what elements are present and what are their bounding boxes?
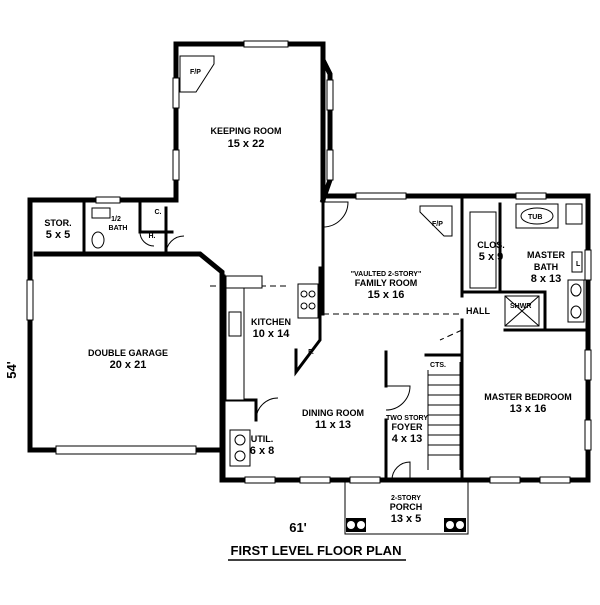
room-name: 1/2 xyxy=(111,216,121,223)
room-name: KEEPING ROOM xyxy=(210,126,281,136)
room-name: DINING ROOM xyxy=(302,408,364,418)
room-name: HALL xyxy=(466,306,490,316)
room-closet-master: CLOS. 5 x 9 xyxy=(477,240,505,263)
room-name: UTIL. xyxy=(251,434,274,444)
tub-label: TUB xyxy=(528,214,542,221)
depth-dimension: 54' xyxy=(4,361,19,379)
room-family: "VAULTED 2-STORY" FAMILY ROOM 15 x 16 xyxy=(351,271,422,301)
room-storage: STOR. 5 x 5 xyxy=(44,218,71,241)
room-foyer: TWO STORY FOYER 4 x 13 xyxy=(386,415,428,445)
room-closets-cts: CTS. xyxy=(430,362,446,369)
room-name-2: BATH xyxy=(534,262,558,272)
room-garage: DOUBLE GARAGE 20 x 21 xyxy=(88,348,168,371)
bath-fixtures: TUB L SHWR xyxy=(91,203,585,327)
room-closet-c: C. xyxy=(155,209,162,216)
room-keeping: KEEPING ROOM 15 x 22 xyxy=(210,126,281,150)
porch xyxy=(344,482,469,535)
kitchen-fixtures xyxy=(225,275,319,467)
room-size: 13 x 5 xyxy=(391,513,422,525)
room-name: STOR. xyxy=(44,218,71,228)
fireplace-family: F/P xyxy=(419,205,453,237)
room-hall: HALL xyxy=(466,306,490,316)
room-size: 5 x 9 xyxy=(479,251,503,263)
room-name: P. xyxy=(308,349,314,356)
room-name: PORCH xyxy=(390,502,423,512)
room-name: MASTER BEDROOM xyxy=(484,392,572,402)
openings xyxy=(210,285,463,341)
room-name: MASTER xyxy=(527,250,566,260)
room-name: CTS. xyxy=(430,362,446,369)
room-size: 15 x 16 xyxy=(368,289,405,301)
room-master-bedroom: MASTER BEDROOM 13 x 16 xyxy=(484,392,572,415)
room-name: FAMILY ROOM xyxy=(355,278,418,288)
room-note: 2-STORY xyxy=(391,495,421,502)
shower-label: SHWR xyxy=(510,303,531,310)
room-half-bath: 1/2 BATH xyxy=(109,216,128,232)
windows xyxy=(26,40,592,484)
room-size: 8 x 13 xyxy=(531,273,562,285)
fireplace-label: F/P xyxy=(432,221,443,228)
room-size: 5 x 5 xyxy=(46,229,70,241)
room-name: C. xyxy=(155,209,162,216)
room-name: KITCHEN xyxy=(251,317,291,327)
room-hall-h: H. xyxy=(149,233,156,240)
room-name-2: BATH xyxy=(109,225,128,232)
width-dimension: 61' xyxy=(289,520,307,535)
room-utility: UTIL. 6 x 8 xyxy=(250,434,274,457)
doors xyxy=(139,201,411,481)
room-name: H. xyxy=(149,233,156,240)
linen-label: L xyxy=(576,261,581,268)
room-size: 13 x 16 xyxy=(510,403,547,415)
room-note: "VAULTED 2-STORY" xyxy=(351,271,422,278)
room-dining: DINING ROOM 11 x 13 xyxy=(302,408,364,431)
room-master-bath: MASTER BATH 8 x 13 xyxy=(527,250,566,285)
room-name: CLOS. xyxy=(477,240,505,250)
room-size: 15 x 22 xyxy=(228,138,265,150)
fireplace-label: F/P xyxy=(190,69,201,76)
room-note: TWO STORY xyxy=(386,415,428,422)
fireplace-keeping: F/P xyxy=(179,55,215,93)
room-size: 10 x 14 xyxy=(253,328,291,340)
room-kitchen: KITCHEN 10 x 14 xyxy=(251,317,291,340)
room-size: 11 x 13 xyxy=(315,419,351,431)
plan-caption: FIRST LEVEL FLOOR PLAN xyxy=(231,543,402,558)
room-name: FOYER xyxy=(391,422,423,432)
room-size: 20 x 21 xyxy=(110,359,147,371)
room-size: 6 x 8 xyxy=(250,445,274,457)
room-pantry: P. xyxy=(308,349,314,356)
room-size: 4 x 13 xyxy=(392,433,423,445)
room-name: DOUBLE GARAGE xyxy=(88,348,168,358)
room-porch: 2-STORY PORCH 13 x 5 xyxy=(390,495,423,525)
